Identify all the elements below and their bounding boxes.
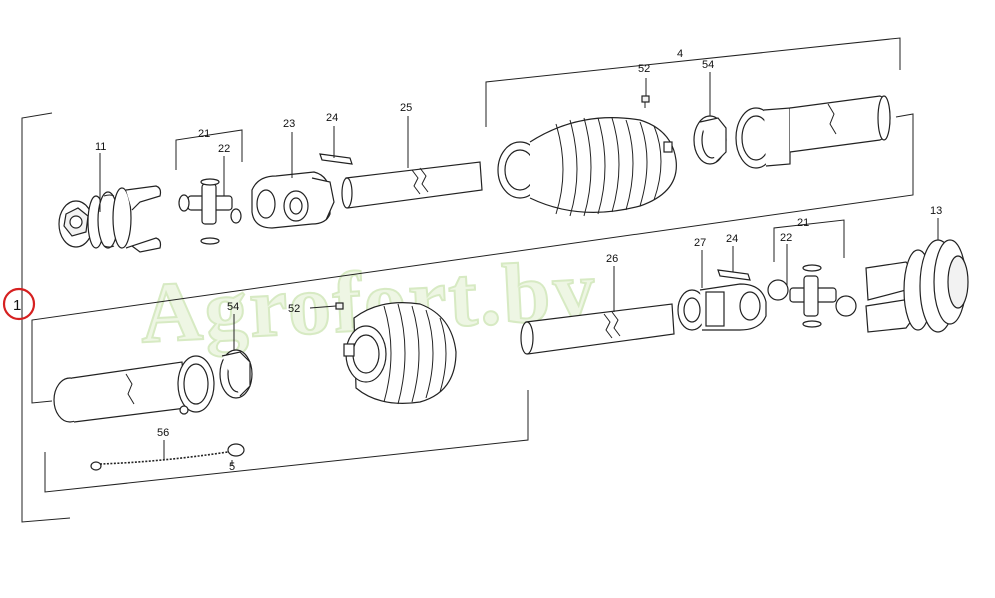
label-part-21a: 21 (198, 128, 210, 140)
bracket-outer-half: 4 (31, 37, 914, 404)
part-24-pin-upper: 24 (319, 112, 353, 165)
label-part-52b: 52 (288, 303, 300, 315)
upper-outer-guard-tube (735, 95, 891, 169)
part-54-ring-upper: 54 (693, 59, 727, 165)
part-21-22-cross-upper: 21 22 (175, 128, 243, 245)
lower-guard-cone (343, 302, 457, 405)
label-part-22b: 22 (780, 232, 792, 244)
label-part-23: 23 (283, 118, 295, 130)
part-11-yoke: 11 (58, 141, 162, 253)
assembly-bracket: 1 (2, 112, 71, 523)
label-part-25: 25 (400, 102, 412, 114)
label-part-26: 26 (606, 253, 618, 265)
label-part-13: 13 (930, 205, 942, 217)
watermark-text: Agrofort.by (138, 241, 600, 361)
part-23-inner-yoke: 23 (251, 118, 335, 229)
part-13-yoke-clutch: 13 (865, 205, 969, 333)
part-52-screw-upper: 52 (638, 63, 650, 108)
label-part-54b: 54 (227, 301, 239, 313)
label-part-22a: 22 (218, 143, 230, 155)
part-24-pin-lower: 24 (717, 233, 751, 281)
label-part-24a: 24 (326, 112, 338, 124)
label-part-21b: 21 (797, 217, 809, 229)
label-part-52a: 52 (638, 63, 650, 75)
part-26-profile-tube: 26 (520, 253, 675, 355)
part-27-inner-yoke: 27 (677, 237, 767, 331)
part-52-screw-lower: 52 (288, 302, 344, 315)
callout-4: 4 (677, 48, 683, 60)
label-part-24b: 24 (726, 233, 738, 245)
label-part-54a: 54 (702, 59, 714, 71)
part-21-22-cross-lower: 21 22 (767, 217, 857, 328)
part-54-ring-lower: 54 (219, 301, 253, 399)
callout-5: 5 (229, 461, 235, 473)
label-part-56: 56 (157, 427, 169, 439)
part-56-chain: 56 (90, 427, 245, 471)
upper-guard-cone (497, 117, 677, 217)
assembly-callout-label: 1 (13, 297, 21, 314)
lower-inner-guard-tube (53, 355, 215, 423)
part-25-profile-tube: 25 (341, 102, 483, 209)
assembly-callout-circle[interactable] (2, 287, 36, 321)
bracket-inner-half: 5 (44, 390, 529, 493)
label-part-11: 11 (95, 141, 106, 153)
label-part-27: 27 (694, 237, 706, 249)
